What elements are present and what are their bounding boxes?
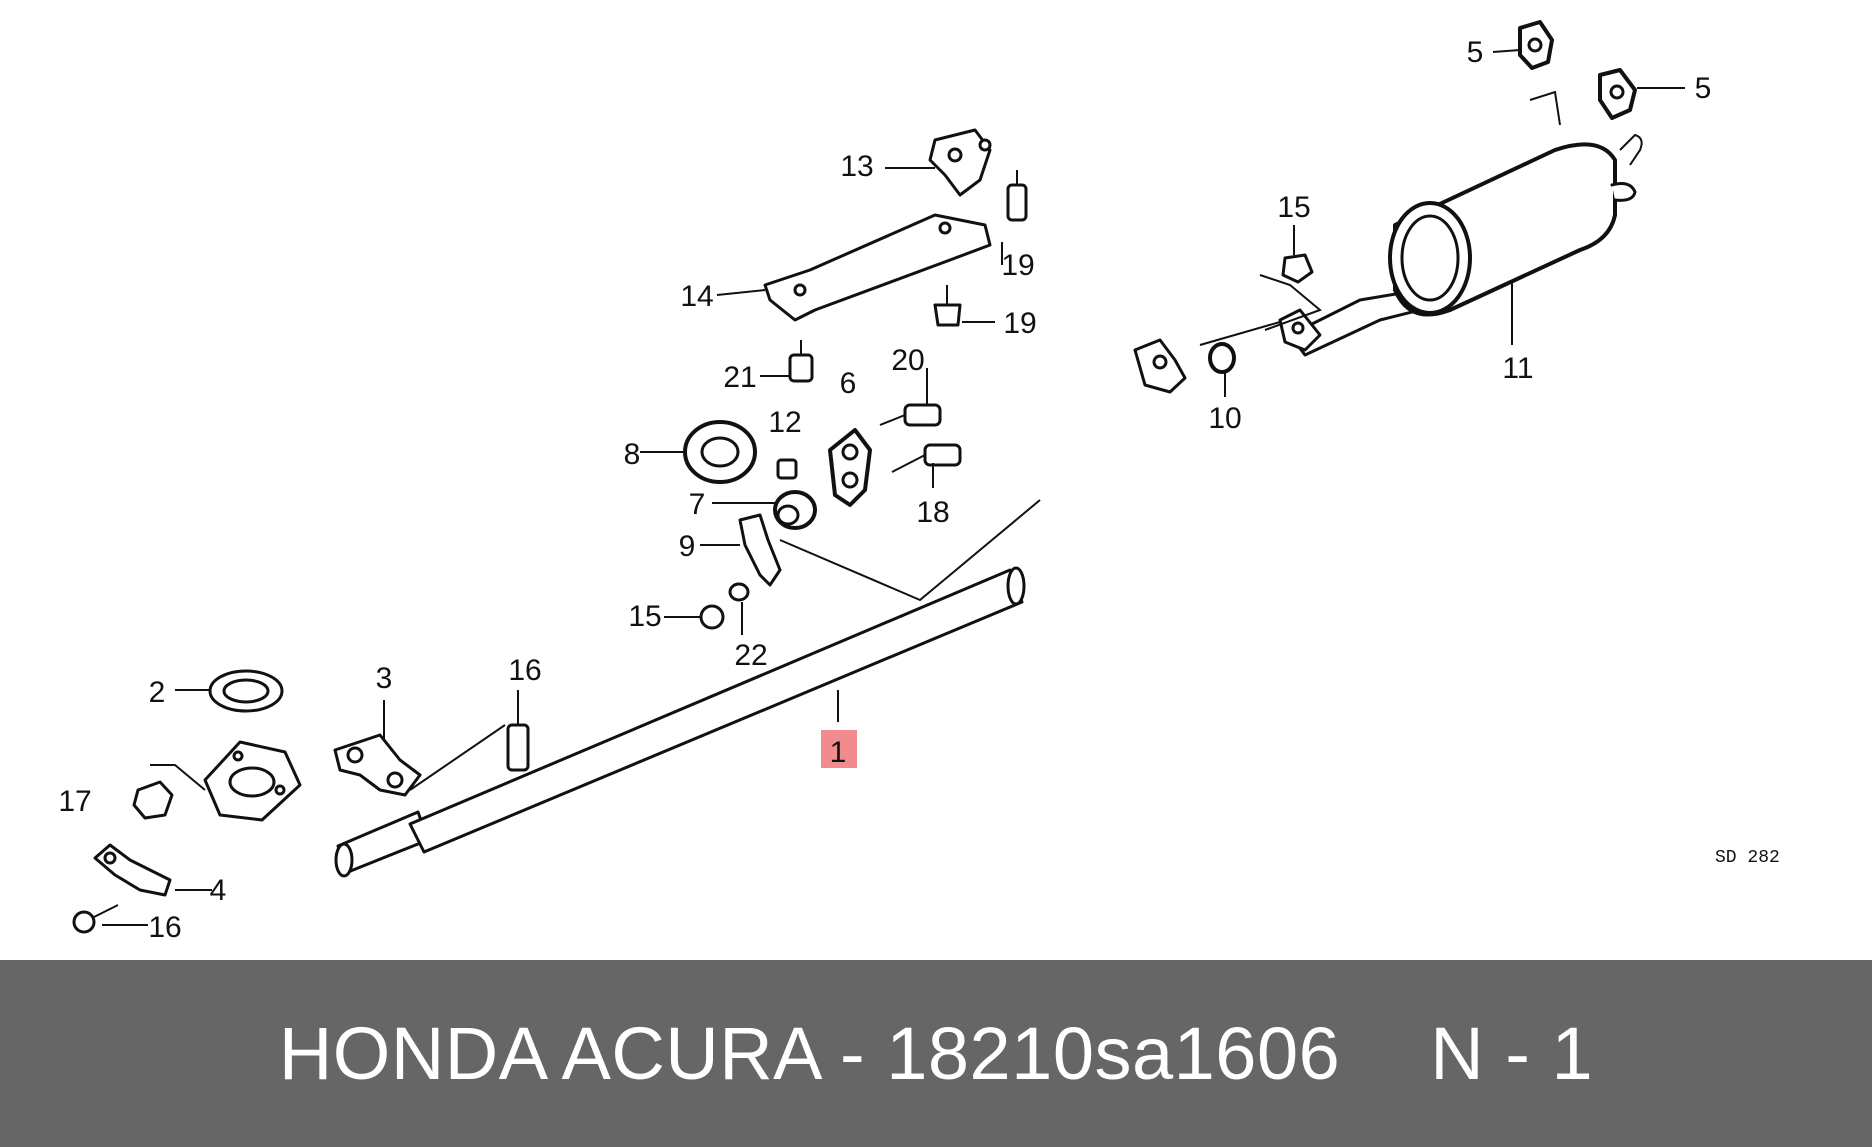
exhaust-diagram: 1 2 3 4 5 5 6 7 8 9 10 11 12 13 14 15 15… [58,20,1780,944]
washer-22 [728,582,750,602]
callout-2[interactable]: 2 [149,676,166,709]
bolt-20 [879,403,942,427]
muffler-11 [1278,90,1643,357]
callout-labels: 1 2 3 4 5 5 6 7 8 9 10 11 12 13 14 15 15… [58,36,1711,944]
collar-7 [773,490,817,530]
hanger-bracket-13 [928,128,992,197]
callout-7[interactable]: 7 [689,488,706,521]
part-1-highlight [821,730,857,768]
callout-9[interactable]: 9 [679,530,696,563]
hanger-strap-14 [763,213,992,322]
callout-5-left[interactable]: 5 [1467,36,1484,69]
nut-17 [132,780,174,820]
callout-18[interactable]: 18 [916,496,949,529]
callout-14[interactable]: 14 [680,280,713,313]
callout-12[interactable]: 12 [768,406,801,439]
mid-flange [1133,338,1187,394]
rubber-mount-5-left [1518,20,1554,70]
callout-1[interactable]: 1 [830,736,847,769]
diagram-code: SD 282 [1715,848,1780,868]
callout-16-lower[interactable]: 16 [148,911,181,944]
nut-15-upper [1281,253,1314,284]
bolt-19-lower [933,285,962,327]
callout-22[interactable]: 22 [734,639,767,672]
bolt-18 [891,443,962,473]
callout-3[interactable]: 3 [376,662,393,695]
gasket-2 [208,669,284,713]
stud-bolt-16-upper [506,690,530,772]
callout-11[interactable]: 11 [1502,352,1533,385]
callout-15-upper[interactable]: 15 [1277,191,1310,224]
callout-19-upper[interactable]: 19 [1001,249,1034,282]
callout-19-lower[interactable]: 19 [1003,307,1036,340]
bolt-16-lower [72,904,119,934]
bracket-3 [333,733,422,797]
callout-10[interactable]: 10 [1208,402,1241,435]
callout-15-lower[interactable]: 15 [628,600,661,633]
rubber-hanger-6 [828,428,872,507]
callout-20[interactable]: 20 [891,344,924,377]
rubber-mount-8 [683,420,757,484]
front-flange [203,740,302,822]
bracket-9 [738,513,782,587]
bolt-21 [788,340,814,383]
callout-6[interactable]: 6 [840,367,857,400]
nut-12 [776,458,798,480]
callout-21[interactable]: 21 [723,361,756,394]
nut-15-lower [699,604,725,630]
caption-part-number: HONDA ACURA - 18210sa1606 [278,1012,1341,1095]
leader-lines [102,49,1685,926]
callout-17[interactable]: 17 [58,785,91,818]
clamp-4 [93,843,172,897]
callout-16-upper[interactable]: 16 [508,654,541,687]
rubber-mount-5-right [1598,68,1637,120]
callout-4[interactable]: 4 [210,874,227,907]
callout-8[interactable]: 8 [624,438,641,471]
caption-bar: HONDA ACURA - 18210sa1606 N - 1 [0,960,1872,1147]
callout-5-right[interactable]: 5 [1695,72,1712,105]
callout-13[interactable]: 13 [840,150,873,183]
gasket-10 [1208,342,1236,374]
diagram-svg: 1 2 3 4 5 5 6 7 8 9 10 11 12 13 14 15 15… [58,20,1780,944]
bolt-19-upper [1006,170,1028,222]
caption-note: N - 1 [1430,1012,1594,1095]
exhaust-pipe [218,371,1164,905]
